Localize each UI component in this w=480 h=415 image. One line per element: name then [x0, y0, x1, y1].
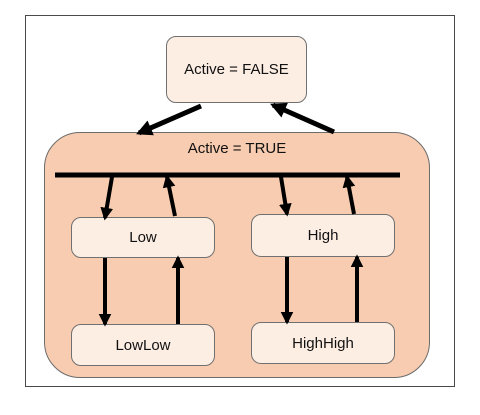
state-highhigh: HighHigh — [251, 322, 395, 364]
state-high: High — [251, 214, 395, 257]
state-active-false: Active = FALSE — [166, 36, 307, 103]
state-low: Low — [71, 217, 215, 258]
state-lowlow: LowLow — [71, 324, 215, 366]
active-true-label: Active = TRUE — [187, 140, 287, 157]
